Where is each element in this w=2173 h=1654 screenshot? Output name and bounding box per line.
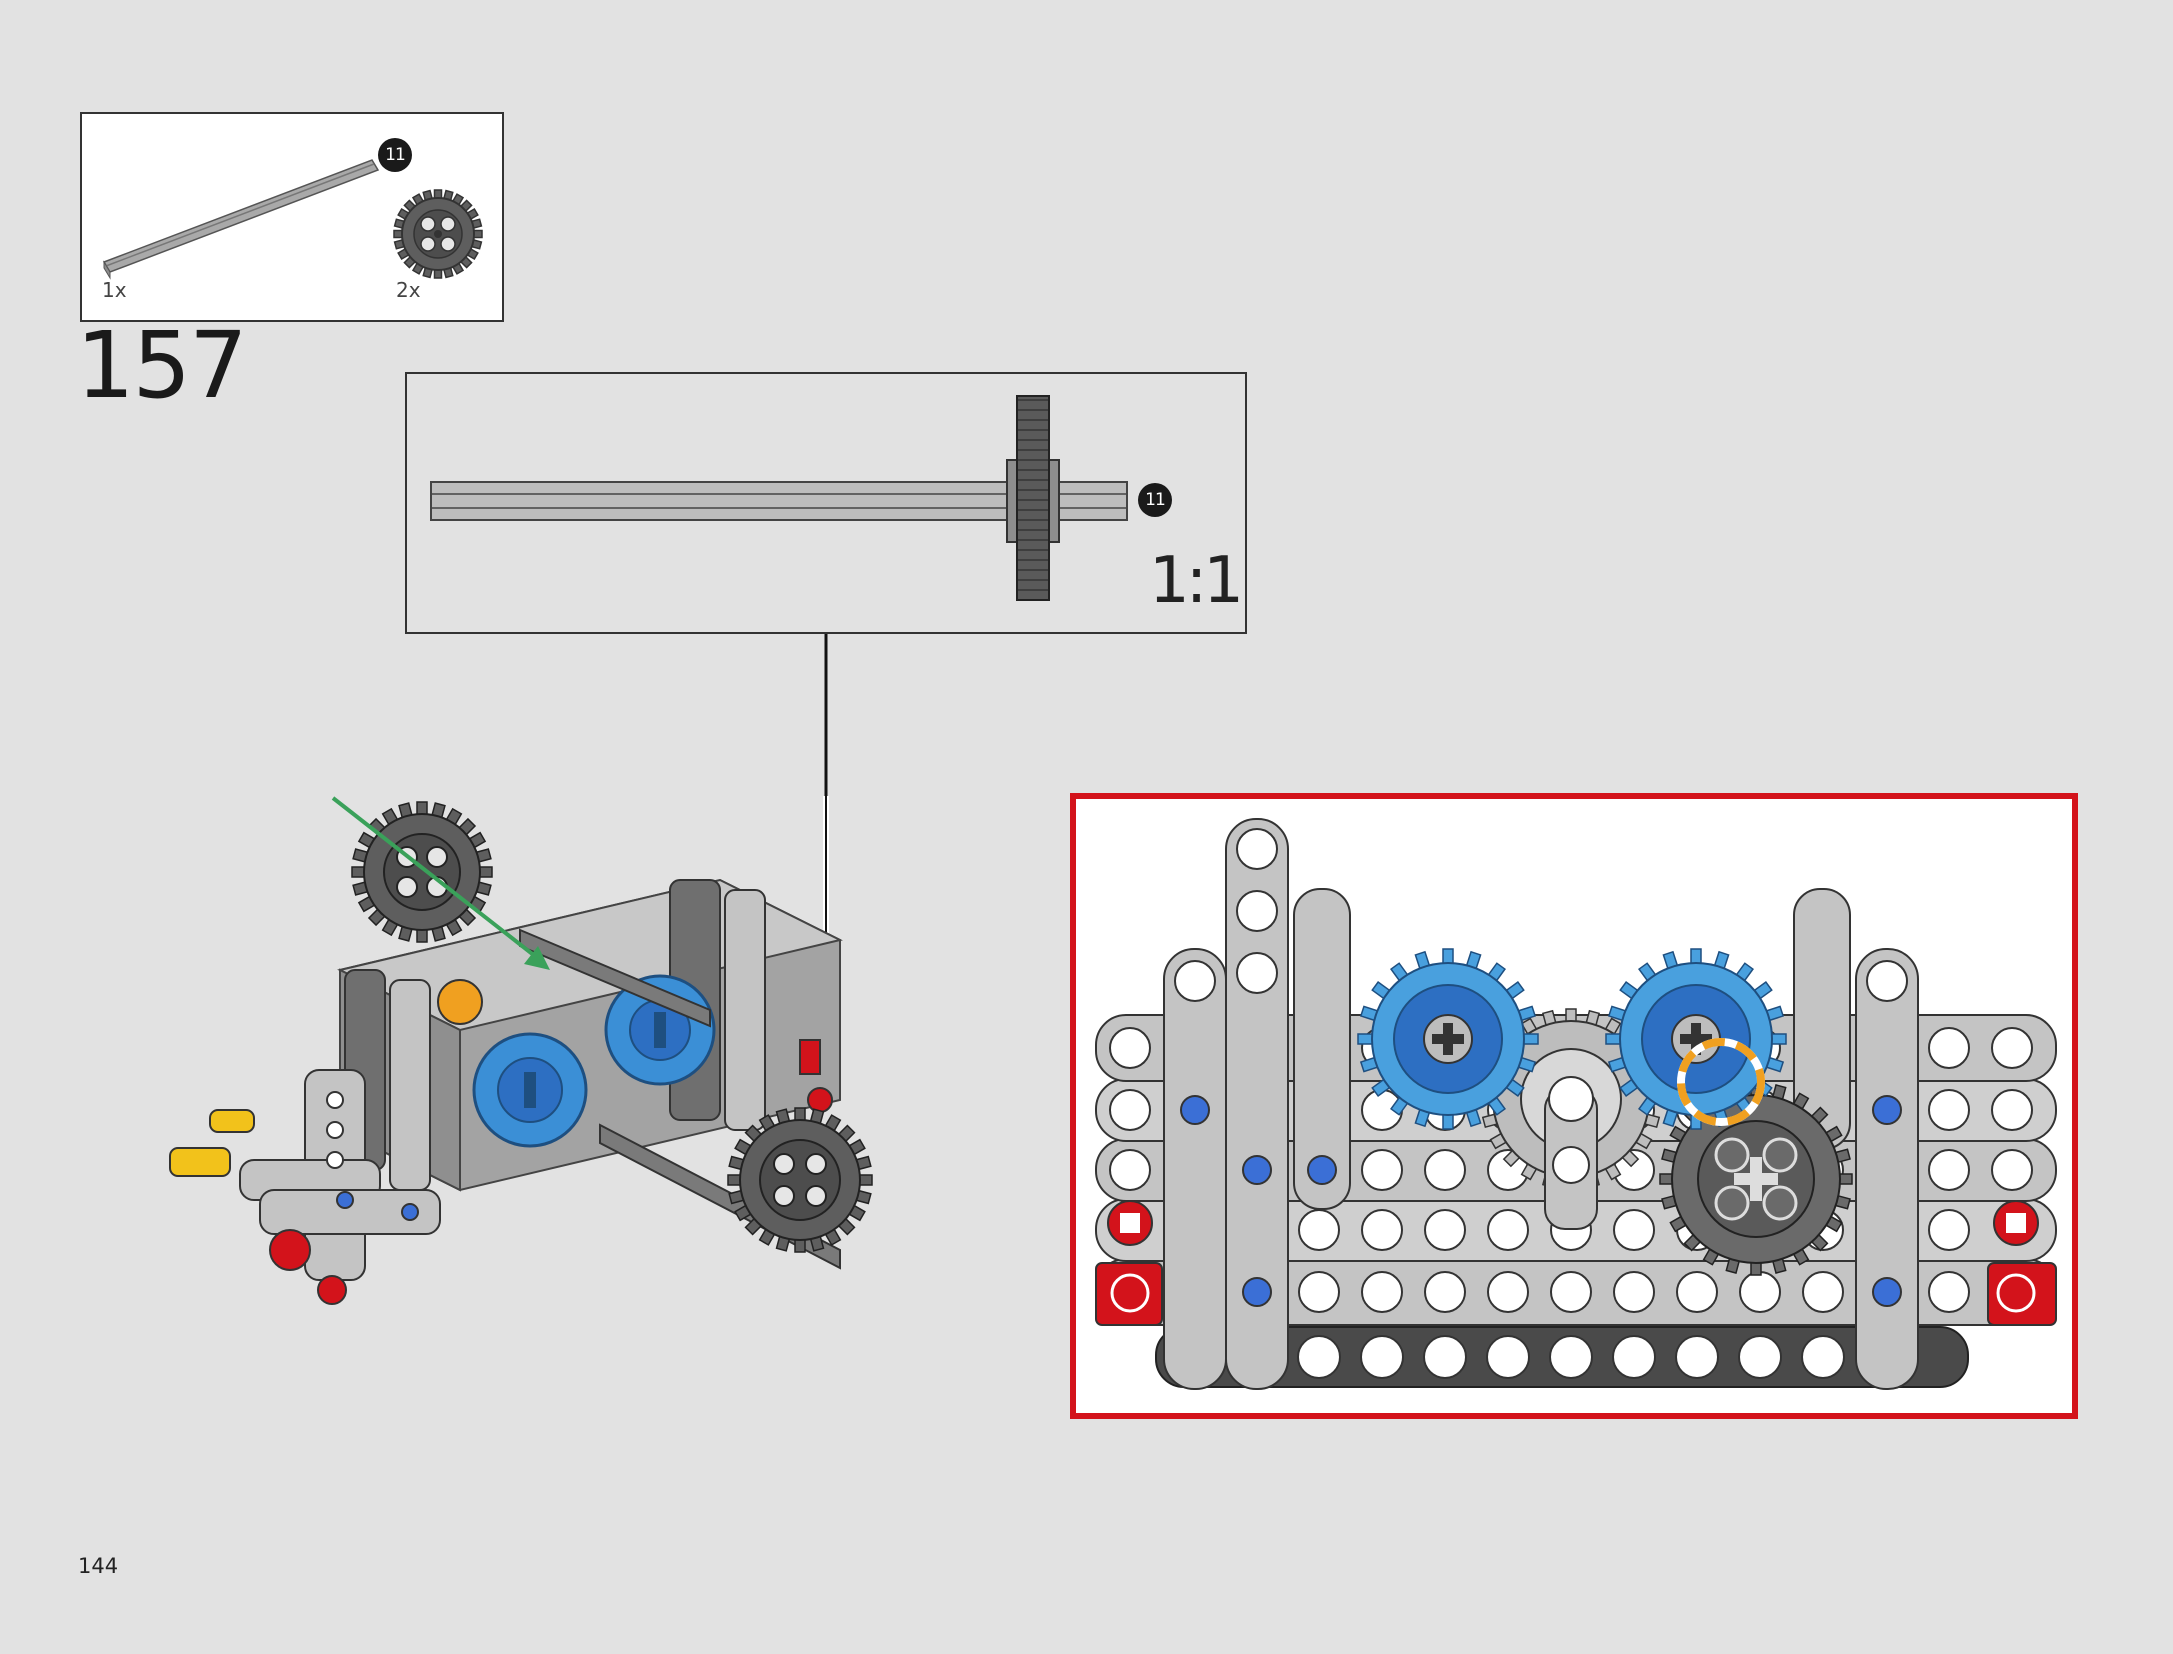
front-view-illustration	[1095, 818, 2057, 1390]
parts-illustration	[102, 159, 483, 280]
gear-quantity: 2x	[396, 278, 421, 302]
axle-part-icon	[102, 159, 380, 280]
gear-side-view-icon	[1006, 395, 1060, 601]
blue-gear-left-icon	[472, 1032, 588, 1148]
grey-gear-right-icon	[1659, 1082, 1853, 1276]
left-outer-beam	[1163, 948, 1227, 1390]
axle-length-badge: 11	[1138, 483, 1172, 517]
page-number: 144	[78, 1554, 119, 1578]
left-short-beam	[1293, 888, 1351, 1210]
step-number: 157	[76, 312, 248, 419]
right-outer-beam	[1855, 948, 1919, 1390]
parts-list: 11 1x 2x	[80, 112, 504, 322]
assembly-arrow-icon	[331, 796, 550, 970]
yellow-pins	[169, 1109, 255, 1177]
check-view-frame	[1070, 793, 2078, 1419]
gear-part-icon	[393, 189, 483, 279]
orange-part	[437, 979, 483, 1025]
highlight-ring-icon	[1677, 1038, 1765, 1126]
scale-callout: 11 1:1	[405, 372, 1247, 634]
blue-gear-left-icon	[1357, 948, 1539, 1130]
axle-quantity: 1x	[102, 278, 127, 302]
assembly-illustration	[169, 796, 873, 1305]
left-beam-stack	[239, 1069, 441, 1281]
new-gear-icon	[351, 801, 493, 943]
grey-gear-center-icon	[1480, 1008, 1662, 1230]
installed-gear-icon	[727, 1107, 873, 1253]
scale-label: 1:1	[1149, 544, 1244, 618]
red-pin-icons	[1095, 1200, 2057, 1326]
axle-gear-scale-drawing	[430, 395, 1128, 601]
axle-length-badge: 11	[378, 138, 412, 172]
